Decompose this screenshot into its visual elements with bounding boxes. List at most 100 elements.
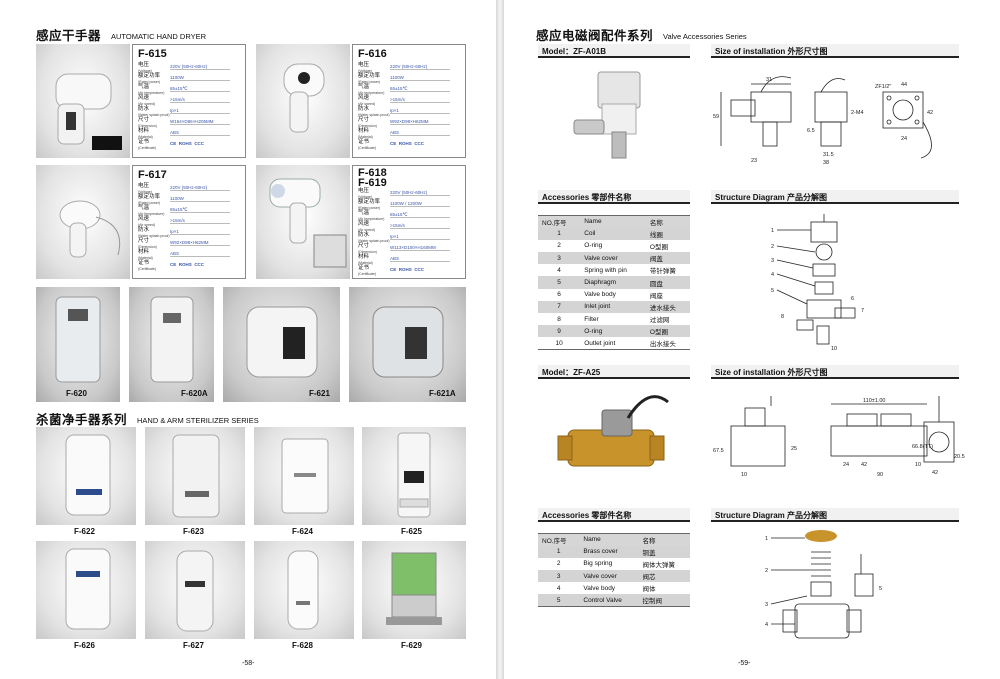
- spec-material: 材料(Material)ABS: [358, 254, 450, 266]
- svg-text:42: 42: [927, 110, 933, 116]
- hand-dryer-illustration: [283, 63, 325, 133]
- hand-dryer-illustration: [59, 200, 121, 258]
- svg-text:10: 10: [915, 462, 921, 468]
- svg-text:3: 3: [765, 602, 768, 608]
- spec-waterproof: 防水(Water splash proof)Ip×1: [358, 232, 450, 244]
- valve-photo-zf-a25: [557, 395, 669, 467]
- table-header-row: NO.序号 Name 名称: [538, 532, 690, 546]
- svg-text:66.8(TT): 66.8(TT): [912, 444, 933, 450]
- svg-text:4: 4: [765, 622, 768, 628]
- product-caption: F-623: [183, 527, 204, 536]
- exploded-diagram-zf-a25: 1 2 3 4 5: [765, 530, 882, 639]
- spec-temp: 气温(Air temperature)65±15℃: [358, 84, 450, 96]
- svg-text:10: 10: [741, 472, 747, 478]
- svg-text:42: 42: [932, 470, 938, 476]
- spec-voltage: 电压(Voltage)220V (50Hz-60Hz): [358, 188, 450, 200]
- header-no: NO.序号: [538, 214, 581, 228]
- svg-text:1: 1: [765, 536, 768, 542]
- header-name-cn: 名称: [645, 214, 690, 228]
- svg-text:ZF1/2": ZF1/2": [875, 84, 891, 90]
- spec-waterproof: 防水(Water splash proof)Ip×1: [138, 106, 230, 118]
- product-caption: F-625: [401, 527, 422, 536]
- spec-speed: 风速(Air speed)>15m/s: [358, 95, 450, 107]
- spec-material: 材料(Material)ABS: [358, 128, 450, 140]
- product-photo-f621a: F-621A: [349, 287, 466, 402]
- spec-material: 材料(Material)ABS: [138, 128, 230, 140]
- product-caption: F-628: [292, 641, 313, 650]
- product-photo-f620: F-620: [36, 287, 120, 402]
- svg-text:24: 24: [901, 136, 907, 142]
- product-photo-f629: [362, 541, 466, 639]
- product-photo-f622: [36, 427, 136, 525]
- svg-text:67.5: 67.5: [713, 448, 724, 454]
- spec-certificate: 证书(Certificate)CE ROHS CCC: [358, 139, 425, 150]
- svg-text:25: 25: [791, 446, 797, 452]
- header-name: Name: [579, 532, 639, 546]
- product-photo-f618: [256, 165, 350, 279]
- model-label: F-615: [138, 48, 167, 60]
- model-bar-zf-a01b: Model：ZF-A01B: [538, 44, 690, 58]
- install-bar-zf-a01b: Size of installation 外形尺寸图: [711, 44, 959, 58]
- product-photo-f617: [36, 165, 130, 279]
- svg-text:38: 38: [823, 160, 829, 166]
- product-caption: F-622: [74, 527, 95, 536]
- table-header-row: NO.序号 Name 名称: [538, 214, 690, 228]
- model-bar-zf-a25: Model：ZF-A25: [538, 365, 690, 379]
- product-photo-f626: [36, 541, 136, 639]
- header-name: Name: [580, 214, 646, 228]
- spec-speed: 风速(Air speed)>15m/s: [138, 216, 230, 228]
- structure-bar-zf-a01b: Structure Diagram 产品分解图: [711, 190, 959, 204]
- product-photo-f628: [254, 541, 354, 639]
- spec-dimension: 尺寸(Dimension)W164×D86×H205MM: [138, 117, 230, 129]
- model-label: F-618: [358, 167, 387, 179]
- spec-material: 材料(Material)ABS: [138, 249, 230, 261]
- model-label: F-616: [358, 48, 387, 60]
- install-bar-zf-a25: Size of installation 外形尺寸图: [711, 365, 959, 379]
- install-drawing-zf-a01b: 59 31 31.5 38 23 6.5 2-M4 ZF1/2" 44 42 2…: [713, 76, 933, 166]
- spec-power: 额定功率(Rated power)1100W: [358, 73, 450, 85]
- svg-text:42: 42: [861, 462, 867, 468]
- svg-text:31: 31: [766, 77, 772, 83]
- product-caption: F-621: [309, 389, 330, 398]
- svg-text:90: 90: [877, 472, 883, 478]
- product-caption: F-626: [74, 641, 95, 650]
- spec-card-f616: F-616 电压(Voltage)220V (50Hz-60Hz) 额定功率(R…: [352, 44, 466, 158]
- spec-dimension: 尺寸(Dimension)W113×D100×H160MM: [358, 243, 450, 255]
- install-drawing-side-zf-a25: 66.8(TT) 42 20.5: [912, 396, 965, 476]
- product-photo-f620a: F-620A: [129, 287, 214, 402]
- product-caption: F-629: [401, 641, 422, 650]
- spec-power: 额定功率(Rated power)1100W / 1200W: [358, 199, 450, 211]
- svg-text:59: 59: [713, 114, 719, 120]
- svg-text:5: 5: [771, 288, 774, 294]
- page-number: -59-: [738, 660, 751, 667]
- svg-text:110±1.00: 110±1.00: [863, 398, 886, 404]
- spec-power: 额定功率(Rated power)1100W: [138, 194, 230, 206]
- model-label-secondary: F-619: [358, 177, 387, 189]
- product-photo-f625: [362, 427, 466, 525]
- svg-text:44: 44: [901, 82, 907, 88]
- svg-text:31.5: 31.5: [823, 152, 834, 158]
- valve-photo-zf-a01b: [573, 71, 641, 159]
- model-label: F-617: [138, 169, 167, 181]
- product-photo-f616: [256, 44, 350, 158]
- svg-text:20.5: 20.5: [954, 454, 965, 460]
- spec-voltage: 电压(Voltage)220V (50Hz-60Hz): [138, 183, 230, 195]
- spec-waterproof: 防水(Water splash proof)Ip×1: [358, 106, 450, 118]
- hand-dryer-illustration: [269, 178, 347, 268]
- spec-card-f615: F-615 电压(Voltage)220V (50Hz-60Hz) 额定功率(R…: [132, 44, 246, 158]
- exploded-diagram-zf-a01b: 1 2 3 4 5 67 810: [771, 214, 864, 352]
